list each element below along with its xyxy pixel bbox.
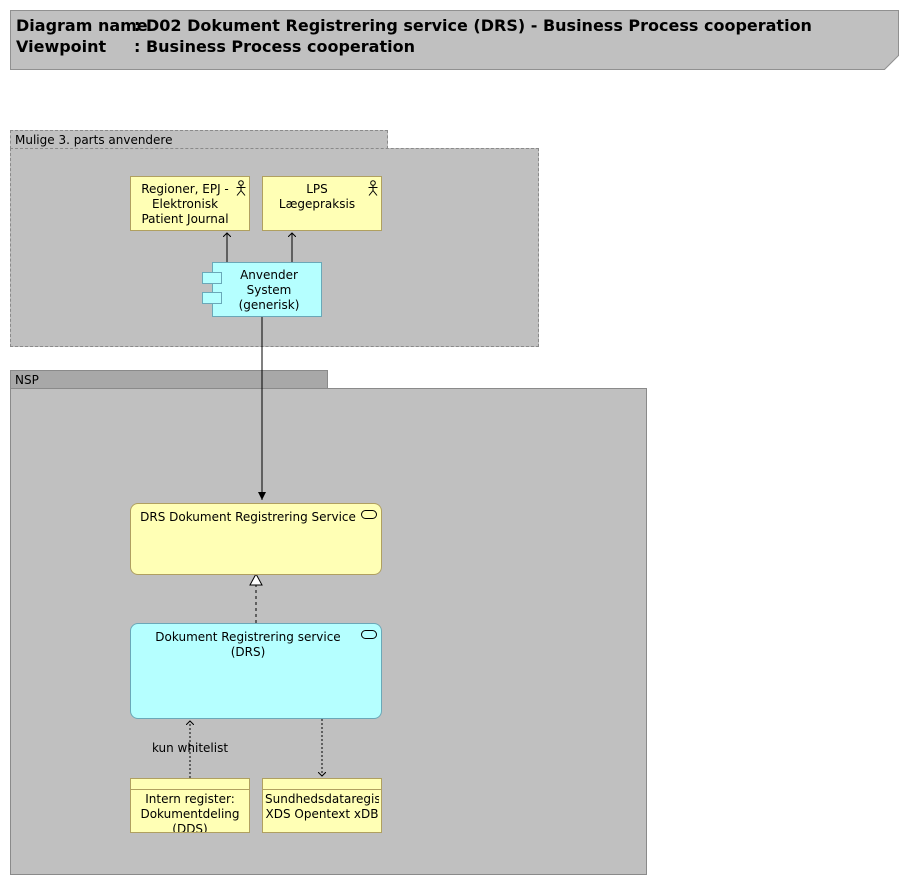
data-object-sundhed-label: Sundhedsdataregister: XDS Opentext xDB [265,792,379,821]
actor-lps-label: LPS Lægepraksis [278,182,356,211]
actor-icon [368,180,378,196]
business-service-drs[interactable]: DRS Dokument Registrering Service [130,503,382,575]
actor-icon [236,180,246,196]
data-object-intern-register[interactable]: Intern register: Dokumentdeling (DDS) [130,778,250,833]
viewpoint-value: : Business Process cooperation [134,37,415,56]
actor-regioner[interactable]: Regioner, EPJ - Elektronisk Patient Jour… [130,176,250,231]
component-anvender-system[interactable]: Anvender System (generisk) [212,262,322,317]
diagram-name-line: Diagram name: D02 Dokument Registrering … [16,16,812,35]
header-fold-corner [884,55,899,70]
group-third-party-label: Mulige 3. parts anvendere [15,133,173,147]
diagram-name-value: : D02 Dokument Registrering service (DRS… [134,16,812,35]
viewpoint-key: Viewpoint [16,37,107,56]
business-service-drs-label: DRS Dokument Registrering Service [140,510,356,524]
group-nsp-label: NSP [15,373,39,387]
group-third-party-tab[interactable]: Mulige 3. parts anvendere [10,130,388,149]
data-object-sundhedsdataregister[interactable]: Sundhedsdataregister: XDS Opentext xDB [262,778,382,833]
service-icon [361,630,377,639]
component-anvender-label: Anvender System (generisk) [238,268,300,312]
component-icon [202,292,222,304]
data-object-header-bar [131,789,249,790]
data-object-intern-label: Intern register: Dokumentdeling (DDS) [140,792,240,832]
actor-regioner-label: Regioner, EPJ - Elektronisk Patient Jour… [141,182,229,226]
viewpoint-line: Viewpoint : Business Process cooperation [16,37,415,56]
component-icon [202,272,222,284]
application-service-drs[interactable]: Dokument Registrering service (DRS) [130,623,382,719]
actor-lps[interactable]: LPS Lægepraksis [262,176,382,231]
relation-label-whitelist: kun whitelist [151,741,229,755]
diagram-name-key: Diagram name [16,16,148,35]
data-object-header-bar [263,789,381,790]
realization-arrowhead [249,572,263,586]
diagram-header: Diagram name: D02 Dokument Registrering … [10,10,899,70]
application-service-drs-label: Dokument Registrering service (DRS) [155,630,341,659]
group-nsp-tab[interactable]: NSP [10,370,328,389]
service-icon [361,510,377,519]
